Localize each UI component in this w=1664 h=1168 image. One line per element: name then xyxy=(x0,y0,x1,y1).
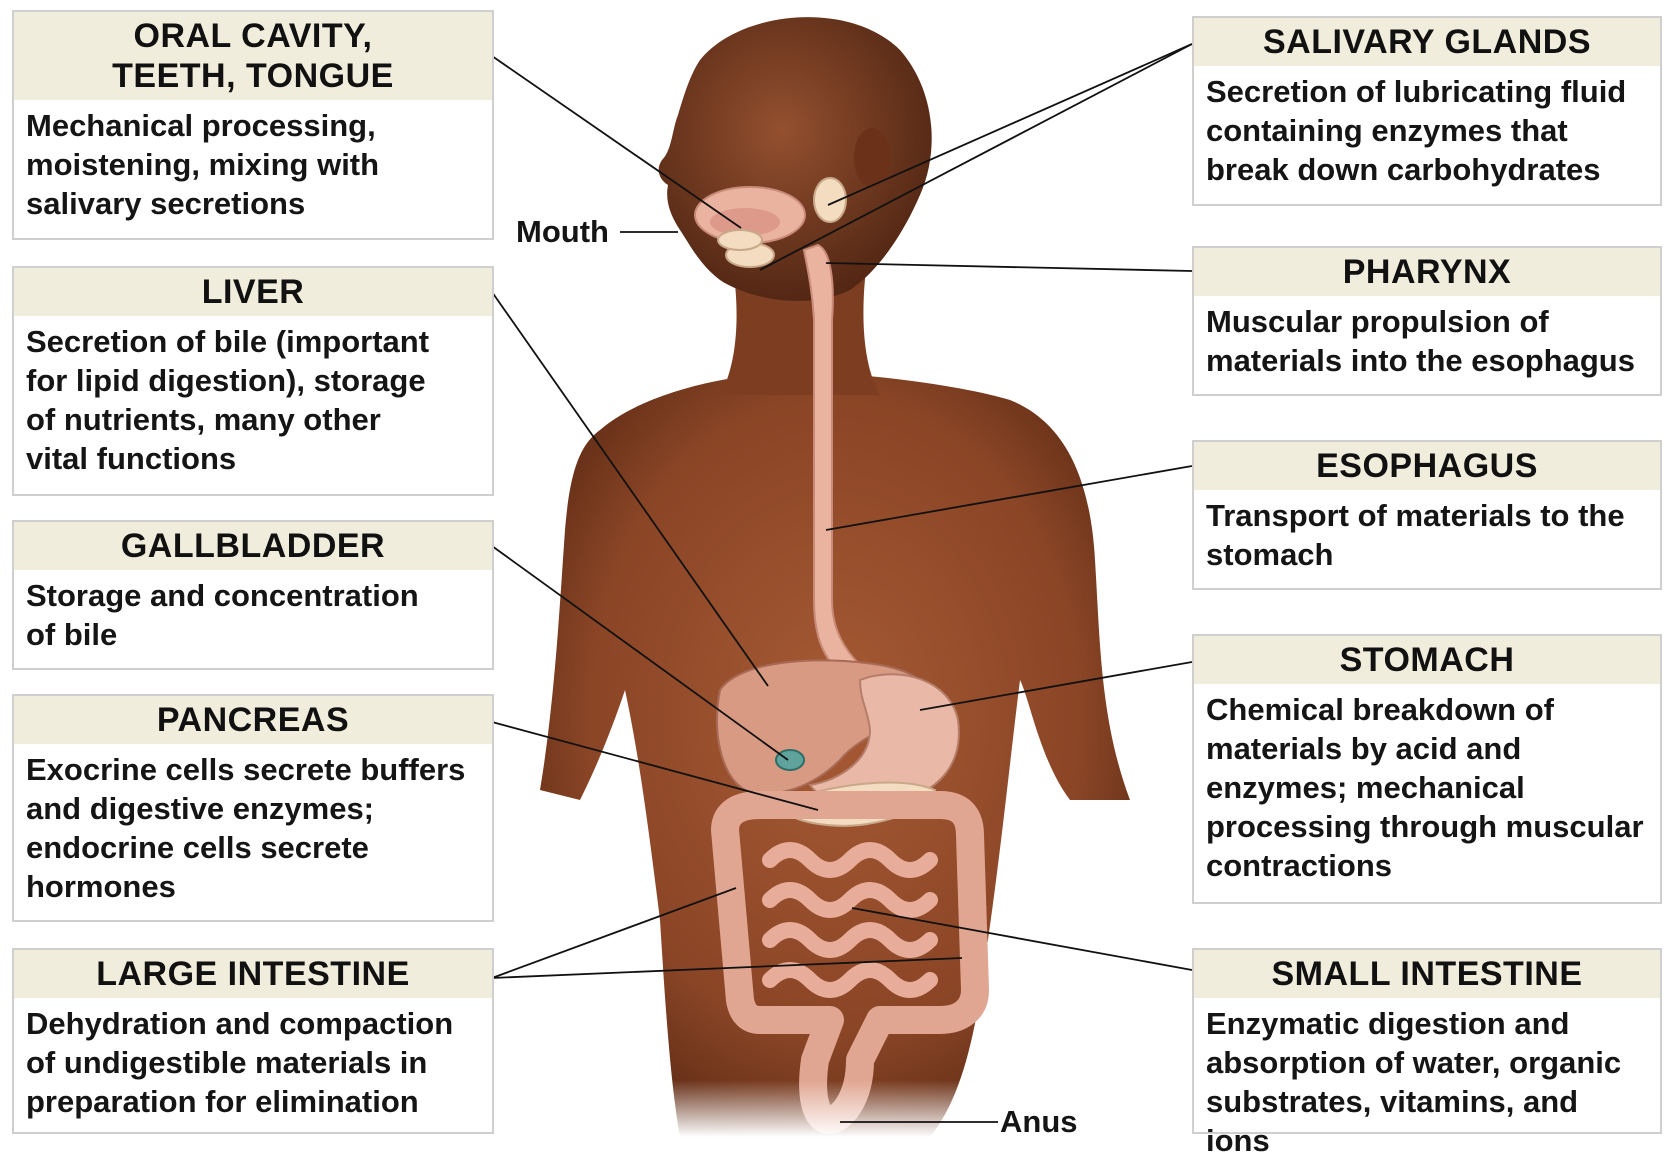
anus-label: Anus xyxy=(1000,1104,1078,1140)
description-line: Storage and concentration xyxy=(26,576,480,615)
liver-description: Secretion of bile (important for lipid d… xyxy=(14,316,492,486)
esophagus-description: Transport of materials to the stomach xyxy=(1194,490,1660,582)
description-line: enzymes; mechanical xyxy=(1206,768,1648,807)
pharynx-title: PHARYNX xyxy=(1194,248,1660,296)
large-intestine-box: LARGE INTESTINE Dehydration and compacti… xyxy=(12,948,494,1134)
small-intestine-box: SMALL INTESTINE Enzymatic digestion and … xyxy=(1192,948,1662,1134)
small-intestine-description: Enzymatic digestion and absorption of wa… xyxy=(1194,998,1660,1168)
gallbladder-shape xyxy=(776,750,804,770)
description-line: preparation for elimination xyxy=(26,1082,480,1121)
description-line: substrates, vitamins, and ions xyxy=(1206,1082,1648,1160)
oral-cavity-title-line: TEETH, TONGUE xyxy=(20,56,486,96)
oral-cavity-box: ORAL CAVITY, TEETH, TONGUE Mechanical pr… xyxy=(12,10,494,240)
description-line: endocrine cells secrete xyxy=(26,828,480,867)
oral-cavity-title-line: ORAL CAVITY, xyxy=(20,16,486,56)
mouth-label: Mouth xyxy=(516,214,609,250)
description-line: of bile xyxy=(26,615,480,654)
oral-cavity-title: ORAL CAVITY, TEETH, TONGUE xyxy=(14,12,492,100)
description-line: Exocrine cells secrete buffers xyxy=(26,750,480,789)
large-intestine-title: LARGE INTESTINE xyxy=(14,950,492,998)
esophagus-title: ESOPHAGUS xyxy=(1194,442,1660,490)
salivary-glands-description: Secretion of lubricating fluid containin… xyxy=(1194,66,1660,197)
stomach-description: Chemical breakdown of materials by acid … xyxy=(1194,684,1660,893)
stomach-box: STOMACH Chemical breakdown of materials … xyxy=(1192,634,1662,904)
esophagus-box: ESOPHAGUS Transport of materials to the … xyxy=(1192,440,1662,590)
leader-pharynx xyxy=(826,263,1192,271)
salivary-glands-box: SALIVARY GLANDS Secretion of lubricating… xyxy=(1192,16,1662,206)
description-line: materials into the esophagus xyxy=(1206,341,1648,380)
description-line: and digestive enzymes; xyxy=(26,789,480,828)
description-line: Transport of materials to the xyxy=(1206,496,1648,535)
gallbladder-title: GALLBLADDER xyxy=(14,522,492,570)
pancreas-description: Exocrine cells secrete buffers and diges… xyxy=(14,744,492,914)
description-line: Chemical breakdown of xyxy=(1206,690,1648,729)
liver-box: LIVER Secretion of bile (important for l… xyxy=(12,266,494,496)
description-line: of undigestible materials in xyxy=(26,1043,480,1082)
description-line: materials by acid and xyxy=(1206,729,1648,768)
description-line: absorption of water, organic xyxy=(1206,1043,1648,1082)
description-line: stomach xyxy=(1206,535,1648,574)
description-line: Mechanical processing, xyxy=(26,106,480,145)
pharynx-description: Muscular propulsion of materials into th… xyxy=(1194,296,1660,388)
description-line: vital functions xyxy=(26,439,480,478)
oral-cavity-description: Mechanical processing, moistening, mixin… xyxy=(14,100,492,231)
digestive-system-diagram: Mouth Anus ORAL CAVITY, TEETH, TONGUE Me… xyxy=(0,0,1664,1137)
salivary-gland-submandibular xyxy=(718,230,762,250)
description-line: for lipid digestion), storage xyxy=(26,361,480,400)
description-line: break down carbohydrates xyxy=(1206,150,1648,189)
head-shape xyxy=(659,17,932,301)
pancreas-box: PANCREAS Exocrine cells secrete buffers … xyxy=(12,694,494,922)
description-line: containing enzymes that xyxy=(1206,111,1648,150)
small-intestine-title: SMALL INTESTINE xyxy=(1194,950,1660,998)
description-line: Secretion of lubricating fluid xyxy=(1206,72,1648,111)
liver-title: LIVER xyxy=(14,268,492,316)
description-line: Dehydration and compaction xyxy=(26,1004,480,1043)
description-line: of nutrients, many other xyxy=(26,400,480,439)
large-intestine-description: Dehydration and compaction of undigestib… xyxy=(14,998,492,1129)
description-line: hormones xyxy=(26,867,480,906)
description-line: salivary secretions xyxy=(26,184,480,223)
description-line: Secretion of bile (important xyxy=(26,322,480,361)
pharynx-box: PHARYNX Muscular propulsion of materials… xyxy=(1192,246,1662,396)
pancreas-title: PANCREAS xyxy=(14,696,492,744)
gallbladder-description: Storage and concentration of bile xyxy=(14,570,492,662)
stomach-title: STOMACH xyxy=(1194,636,1660,684)
description-line: contractions xyxy=(1206,846,1648,885)
description-line: processing through muscular xyxy=(1206,807,1648,846)
gallbladder-box: GALLBLADDER Storage and concentration of… xyxy=(12,520,494,670)
description-line: moistening, mixing with xyxy=(26,145,480,184)
description-line: Enzymatic digestion and xyxy=(1206,1004,1648,1043)
salivary-glands-title: SALIVARY GLANDS xyxy=(1194,18,1660,66)
description-line: Muscular propulsion of xyxy=(1206,302,1648,341)
